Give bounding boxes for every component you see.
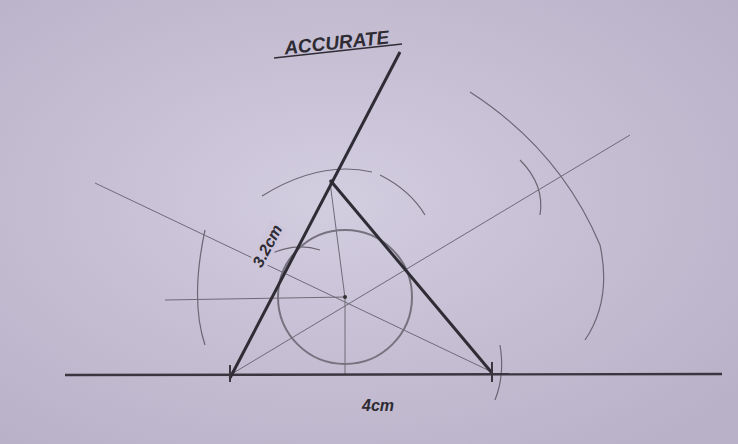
- arc: [380, 175, 425, 215]
- construction-arcs: [198, 92, 604, 400]
- angle-bisector: [230, 135, 630, 375]
- vertex-tick: [491, 362, 493, 382]
- construction-line: [165, 297, 345, 300]
- triangle-side: [330, 180, 492, 373]
- bisector-lines: [95, 135, 630, 375]
- arc: [262, 169, 372, 196]
- incentre-dot: [343, 295, 347, 299]
- arc: [520, 160, 541, 215]
- arc: [470, 92, 604, 340]
- arc: [198, 230, 206, 345]
- dimension-label: 4cm: [360, 397, 396, 415]
- arc: [495, 345, 502, 400]
- vertex-tick: [229, 365, 231, 382]
- angle-bisector: [330, 182, 345, 298]
- angle-bisector: [95, 183, 492, 372]
- base-line: [65, 374, 722, 375]
- triangle-side: [230, 52, 400, 378]
